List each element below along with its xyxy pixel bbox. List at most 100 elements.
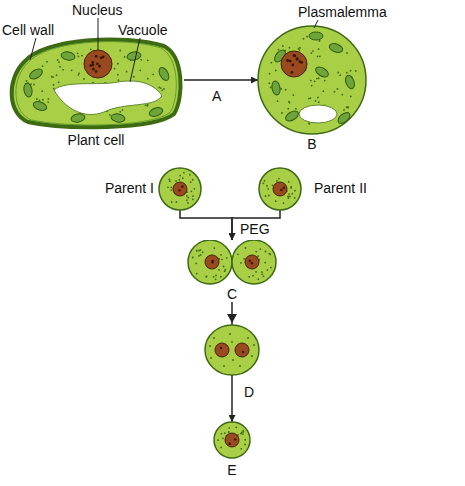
nucleolus bbox=[296, 57, 299, 60]
cytoplasm-dot bbox=[46, 61, 48, 63]
chloroplast bbox=[344, 74, 356, 90]
cytoplasm-dot bbox=[252, 275, 254, 277]
cytoplasm-dot bbox=[346, 52, 348, 54]
nucleolus bbox=[286, 59, 289, 62]
cytoplasm-dot bbox=[270, 86, 272, 88]
cytoplasm-dot bbox=[186, 195, 188, 197]
cytoplasm-dot bbox=[117, 63, 119, 65]
cytoplasm-dot bbox=[77, 52, 79, 54]
cytoplasm-dot bbox=[271, 62, 273, 64]
cytoplasm-dot bbox=[237, 253, 239, 255]
cell-membrane bbox=[159, 168, 201, 210]
cytoplasm-dot bbox=[308, 123, 310, 125]
cytoplasm-dot bbox=[117, 74, 119, 76]
cytoplasm-dot bbox=[175, 201, 177, 203]
cytoplasm-dot bbox=[192, 199, 194, 201]
cytoplasm-dot bbox=[202, 251, 204, 253]
cytoplasm-dot bbox=[240, 433, 242, 435]
cytoplasm-dot bbox=[168, 179, 170, 181]
cytoplasm-dot bbox=[245, 247, 247, 249]
cytoplasm-dot bbox=[53, 84, 55, 86]
cytoplasm-dot bbox=[196, 273, 198, 275]
cytoplasm-dot bbox=[280, 88, 282, 90]
cell-nucleus bbox=[245, 255, 259, 269]
process-arrow bbox=[232, 210, 280, 240]
cytoplasm-dot bbox=[122, 109, 124, 111]
cytoplasm-dot bbox=[337, 72, 339, 74]
cytoplasm-dot bbox=[187, 197, 189, 199]
cytoplasm-dot bbox=[294, 197, 296, 199]
cytoplasm-dot bbox=[317, 55, 319, 57]
cytoplasm-dot bbox=[133, 76, 135, 78]
cell-membrane bbox=[232, 240, 276, 284]
cytoplasm-dot bbox=[264, 262, 266, 264]
cytoplasm-dot bbox=[221, 433, 223, 435]
nucleolus bbox=[220, 347, 222, 349]
cytoplasm-dot bbox=[266, 269, 268, 271]
callout-label: Vacuole bbox=[118, 22, 168, 38]
cytoplasm-dot bbox=[251, 355, 253, 357]
cytoplasm-dot bbox=[193, 188, 195, 190]
nucleolus bbox=[228, 442, 230, 444]
cytoplasm-dot bbox=[243, 258, 245, 260]
cytoplasm-dot bbox=[347, 107, 349, 109]
cytoplasm-dot bbox=[295, 108, 297, 110]
cytoplasm-dot bbox=[247, 337, 249, 339]
cytoplasm-dot bbox=[179, 175, 181, 177]
cytoplasm-dot bbox=[51, 76, 53, 78]
cytoplasm-dot bbox=[198, 250, 200, 252]
cytoplasm-dot bbox=[158, 87, 160, 89]
cytoplasm-dot bbox=[319, 55, 321, 57]
cytoplasm-dot bbox=[255, 271, 257, 273]
nucleolus bbox=[251, 262, 253, 264]
cell-label: Parent I bbox=[80, 180, 154, 196]
cytoplasm-dot bbox=[343, 109, 345, 111]
cytoplasm-dot bbox=[243, 431, 245, 433]
cytoplasm-dot bbox=[288, 193, 290, 195]
cell-node: Plant cell bbox=[6, 34, 186, 152]
cytoplasm-dot bbox=[255, 251, 257, 253]
cytoplasm-dot bbox=[265, 195, 267, 197]
cytoplasm-dot bbox=[152, 73, 154, 75]
cytoplasm-dot bbox=[319, 40, 321, 42]
chloroplast bbox=[271, 80, 281, 95]
cytoplasm-dot bbox=[262, 183, 264, 185]
cytoplasm-dot bbox=[290, 187, 292, 189]
cytoplasm-dot bbox=[276, 180, 278, 182]
cytoplasm-dot bbox=[350, 70, 352, 72]
cytoplasm-dot bbox=[265, 251, 267, 253]
cytoplasm-dot bbox=[314, 80, 316, 82]
cytoplasm-dot bbox=[264, 180, 266, 182]
cytoplasm-dot bbox=[139, 69, 141, 71]
cell-nucleus bbox=[235, 343, 249, 357]
cytoplasm-dot bbox=[248, 276, 250, 278]
cell-membrane bbox=[16, 42, 176, 125]
nucleolus bbox=[283, 187, 285, 189]
cytoplasm-dot bbox=[268, 253, 270, 255]
cytoplasm-dot bbox=[298, 48, 300, 50]
cytoplasm-dot bbox=[78, 72, 80, 74]
cell-membrane bbox=[259, 168, 301, 210]
chloroplast bbox=[70, 113, 85, 123]
cell-outline bbox=[256, 22, 368, 156]
heterokaryon-cell bbox=[205, 325, 259, 375]
cytoplasm-dot bbox=[287, 196, 289, 198]
cytoplasm-dot bbox=[289, 195, 291, 197]
cytoplasm-dot bbox=[269, 82, 271, 84]
cytoplasm-dot bbox=[275, 200, 277, 202]
chloroplast bbox=[314, 65, 330, 79]
cytoplasm-dot bbox=[322, 90, 324, 92]
nucleolus bbox=[242, 351, 244, 353]
cytoplasm-dot bbox=[56, 74, 58, 76]
cytoplasm-dot bbox=[81, 55, 83, 57]
nucleolus bbox=[280, 189, 282, 191]
cell-membrane bbox=[214, 422, 250, 458]
cell-node: Parent I bbox=[80, 166, 202, 212]
cytoplasm-dot bbox=[215, 275, 217, 277]
cytoplasm-dot bbox=[109, 114, 111, 116]
cytoplasm-dot bbox=[41, 90, 43, 92]
cytoplasm-dot bbox=[36, 98, 38, 100]
cell-nucleus bbox=[173, 182, 187, 196]
cytoplasm-dot bbox=[161, 89, 163, 91]
